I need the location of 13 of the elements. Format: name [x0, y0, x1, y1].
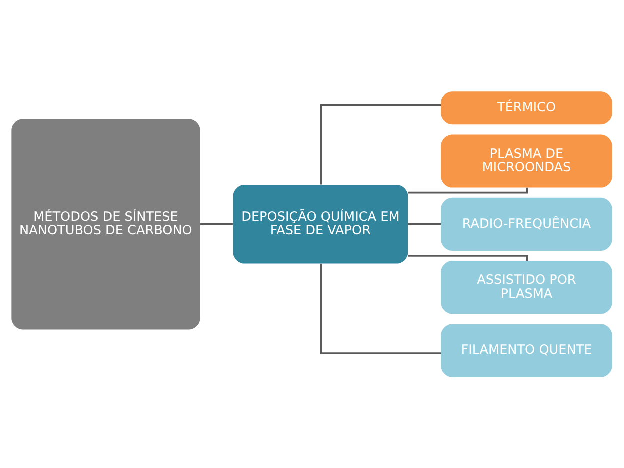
node-box: PLASMA DE MICROONDAS [441, 134, 612, 188]
connector [320, 104, 442, 184]
node-box: ASSISTIDO POR PLASMA [441, 260, 612, 314]
connector [200, 223, 233, 225]
connector [408, 187, 528, 194]
connector [408, 223, 442, 225]
connector [320, 263, 442, 354]
node-box: TÉRMICO [441, 91, 612, 124]
node-box: MÉTODOS DE SÍNTESE NANOTUBOS DE CARBONO [12, 118, 200, 330]
node-box: FILAMENTO QUENTE [441, 324, 612, 377]
node-box: RADIO-FREQUÊNCIA [441, 197, 612, 250]
node-box: DEPOSIÇÃO QUÍMICA EM FASE DE VAPOR [233, 184, 408, 264]
connector [408, 254, 528, 260]
